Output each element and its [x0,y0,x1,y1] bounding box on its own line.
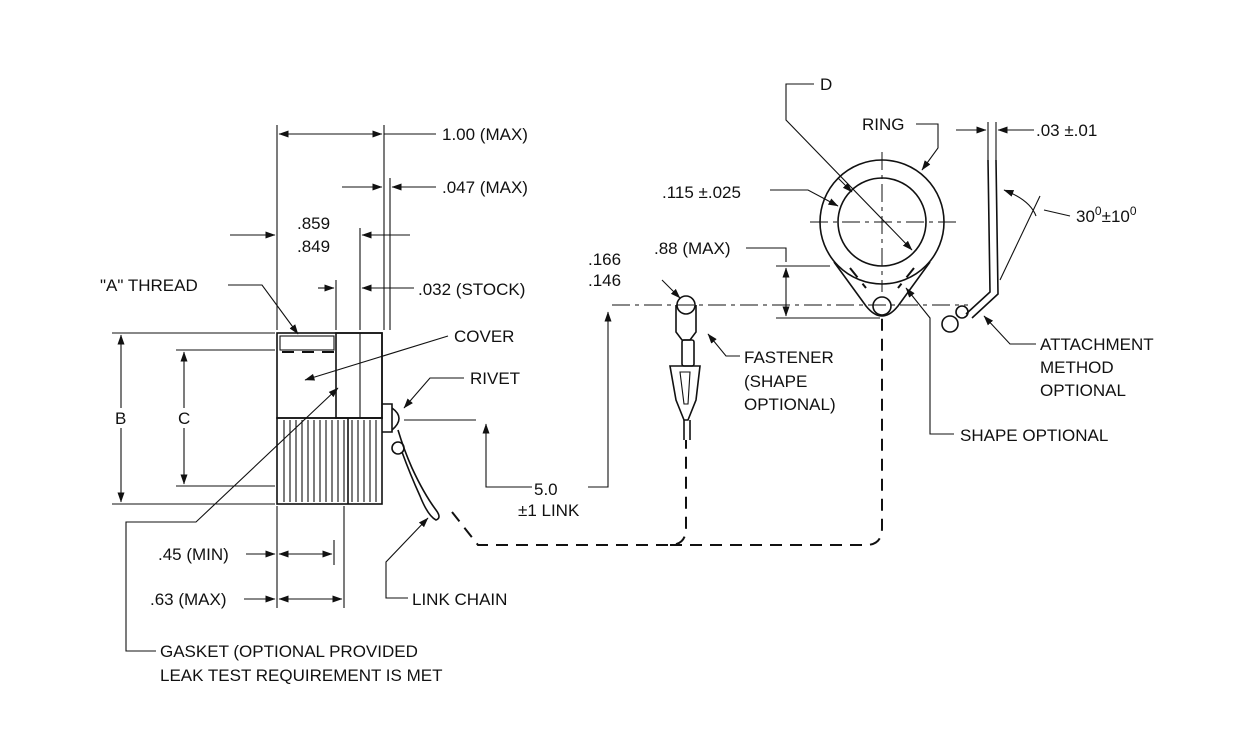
chain-path-fastener [451,440,687,546]
cap-body [276,332,400,505]
fastener [669,295,701,440]
fastener-label-line2: (SHAPE [744,372,807,391]
dim-diameter-max: .859 [297,214,330,233]
fastener-label-line3: OPTIONAL) [744,395,836,414]
shape-optional-label: SHAPE OPTIONAL [960,426,1108,445]
ring-label: RING [862,115,905,134]
fastener-hole-dia-max: .166 [588,250,621,269]
dim-overall-length: 1.00 (MAX) [442,125,528,144]
attachment-label-line2: METHOD [1040,358,1114,377]
dim-angle: 300±100 [1076,204,1137,226]
attachment-clip [941,159,999,333]
dim-ring-height: .88 (MAX) [654,239,731,258]
dim-stock: .032 (STOCK) [418,280,525,299]
fastener-hole-dia-min: .146 [588,271,621,290]
knurl-lines [283,420,377,502]
gasket-label-line2: LEAK TEST REQUIREMENT IS MET [160,666,442,685]
dim-c: C [178,409,190,428]
ring [810,152,958,317]
dim-b: B [115,409,126,428]
dim-diameter-min: .849 [297,237,330,256]
dim-link-length: 5.0 [534,480,558,499]
attachment-label-line1: ATTACHMENT [1040,335,1154,354]
rivet-label: RIVET [470,369,520,388]
chain-path-ring [670,318,883,546]
dim-d: D [820,75,832,94]
dim-wire-thickness: .03 ±.01 [1036,121,1097,140]
rivet [382,403,393,433]
fastener-label-line1: FASTENER [744,348,834,367]
attachment-label-line3: OPTIONAL [1040,381,1126,400]
dim-link-tolerance: ±1 LINK [518,501,580,520]
link-chain-label: LINK CHAIN [412,590,507,609]
a-thread-label: "A" THREAD [100,276,198,295]
gasket-label-line1: GASKET (OPTIONAL PROVIDED [160,642,418,661]
dim-cover-thickness: .047 (MAX) [442,178,528,197]
cover-label: COVER [454,327,514,346]
dim-max-63: .63 (MAX) [150,590,227,609]
dim-min-45: .45 (MIN) [158,545,229,564]
dim-ring-wire: .115 ±.025 [662,183,741,202]
knurled-body [276,417,383,505]
link-chain-hook [391,429,440,521]
cover-section-hatch [335,332,383,419]
